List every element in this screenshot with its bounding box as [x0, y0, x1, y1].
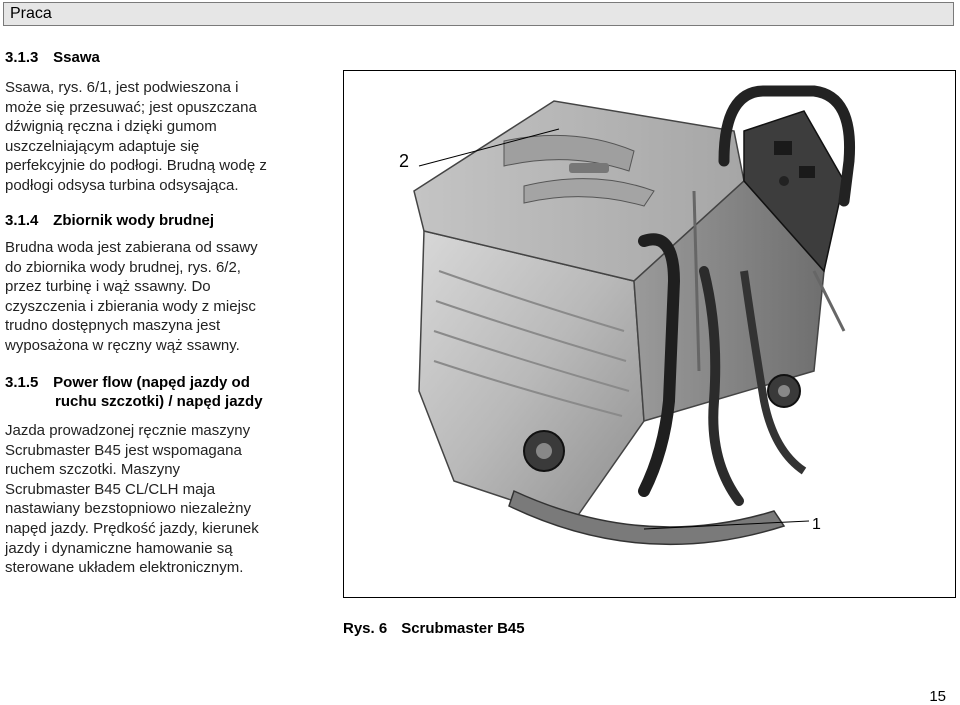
section-heading-3-1-4: 3.1.4 Zbiornik wody brudnej: [5, 211, 214, 230]
figure-caption: Rys. 6 Scrubmaster B45: [343, 620, 525, 637]
section-number: 3.1.3: [5, 49, 39, 66]
text-line: sterowane układem elektronicznym.: [5, 559, 244, 577]
text-line: Scrubmaster B45 jest wspomagana: [5, 441, 242, 459]
chapter-title: Praca: [10, 5, 52, 22]
text-line: przez turbinę i wąż ssawny. Do: [5, 278, 211, 296]
text-line: czyszczenia i zbierania wody z miejsc: [5, 297, 256, 315]
text-line: ruchem szczotki. Maszyny: [5, 461, 181, 479]
callout-1: 1: [812, 516, 821, 533]
text-line: nastawiany bezstopniowo niezależny: [5, 500, 251, 518]
text-line: uszczelniającym adaptuje się: [5, 137, 200, 155]
caption-label: Rys. 6: [343, 620, 388, 637]
text-line: trudno dostępnych maszyna jest: [5, 317, 221, 335]
text-line: do zbiornika wody brudnej, rys. 6/2,: [5, 258, 241, 276]
figure-frame: 2 1: [343, 70, 956, 598]
text-line: jazdy i dynamiczne hamowanie są: [5, 539, 233, 557]
scrubmaster-illustration: 2 1: [399, 85, 856, 546]
callout-2: 2: [399, 151, 409, 171]
section-title-line-2: ruchu szczotki) / napęd jazdy: [55, 393, 263, 410]
section-number: 3.1.4: [5, 212, 39, 229]
section-title-line-1: Power flow (napęd jazdy od: [53, 374, 250, 391]
text-line: może się przesuwać; jest opuszczana: [5, 98, 257, 116]
section-heading-3-1-5: 3.1.5 Power flow (napęd jazdy od ruchu s…: [5, 373, 263, 411]
text-line: Ssawa, rys. 6/1, jest podwieszona i: [5, 79, 239, 96]
text-line: Jazda prowadzonej ręcznie maszyny: [5, 422, 251, 439]
chapter-header-bar: Praca: [3, 2, 954, 26]
section-title: Ssawa: [53, 49, 100, 66]
text-line: podłogi odsysa turbina odsysająca.: [5, 176, 239, 194]
text-line: dźwignią ręczna i dzięki gumom: [5, 118, 217, 136]
paragraph-3-1-5: Jazda prowadzonej ręcznie maszyny Scrubm…: [5, 421, 259, 578]
section-number: 3.1.5: [5, 374, 39, 391]
section-heading-3-1-3: 3.1.3 Ssawa: [5, 48, 100, 67]
paragraph-3-1-4: Brudna woda jest zabierana od ssawy do z…: [5, 238, 258, 356]
text-line: perfekcyjnie do podłogi. Brudną wodę z: [5, 157, 267, 175]
paragraph-3-1-3: Ssawa, rys. 6/1, jest podwieszona i może…: [5, 78, 267, 196]
text-line: napęd jazdy. Prędkość jazdy, kierunek: [5, 519, 259, 537]
text-line: wyposażona w ręczny wąż ssawny.: [5, 336, 240, 354]
text-line: Scrubmaster B45 CL/CLH maja: [5, 480, 216, 498]
text-line: Brudna woda jest zabierana od ssawy: [5, 239, 258, 256]
caption-title: Scrubmaster B45: [401, 620, 525, 637]
section-title: Zbiornik wody brudnej: [53, 212, 215, 229]
page-number: 15: [929, 688, 946, 705]
